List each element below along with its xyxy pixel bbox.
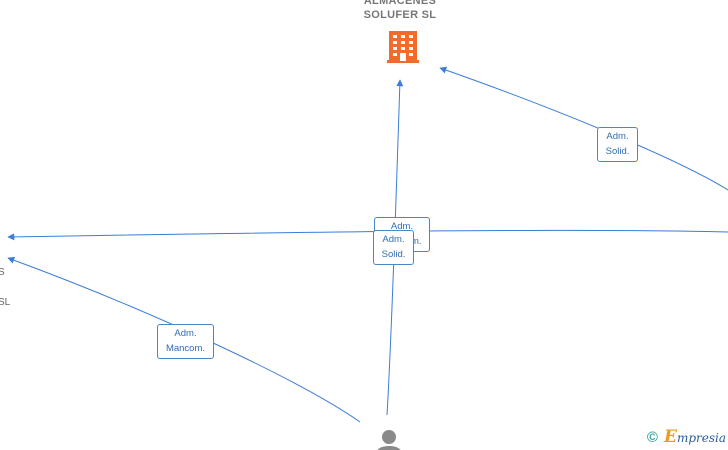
copyright-brand[interactable]: © Empresia: [647, 427, 726, 447]
edge-label-person-company[interactable]: Adm. Solid.: [373, 230, 414, 265]
company-name[interactable]: ALMACENES SOLUFER SL: [340, 0, 460, 22]
edge-label-right-company[interactable]: Adm. Solid.: [597, 127, 638, 162]
brand-logo-text: mpresia: [676, 431, 726, 445]
company-name-line1: ALMACENES: [363, 0, 437, 7]
edge-label-line1: Adm.: [174, 328, 197, 339]
left-entity-text-b: SL: [0, 297, 11, 308]
person-icon[interactable]: [377, 430, 401, 450]
building-icon[interactable]: [387, 31, 419, 63]
edge-label-line2: Solid.: [381, 249, 406, 260]
company-name-line2: SOLUFER SL: [363, 9, 437, 21]
edge-label-line1: Adm.: [390, 221, 414, 232]
brand-logo: Empresia: [664, 427, 726, 447]
edge-right-to-left-entity: [7, 229, 728, 241]
brand-logo-e: E: [663, 427, 677, 447]
edge-label-line2: Solid.: [605, 146, 630, 157]
left-entity-text-a: S: [0, 267, 5, 278]
edge-label-person-left[interactable]: Adm. Mancom.: [157, 324, 214, 359]
edge-right-to-company: [439, 66, 728, 191]
copyright-icon: ©: [646, 428, 658, 446]
edge-label-line2: Mancom.: [165, 343, 206, 354]
edge-person-to-left-entity: [7, 256, 361, 423]
edge-label-line1: Adm.: [382, 234, 405, 245]
edge-label-line1: Adm.: [606, 131, 629, 142]
